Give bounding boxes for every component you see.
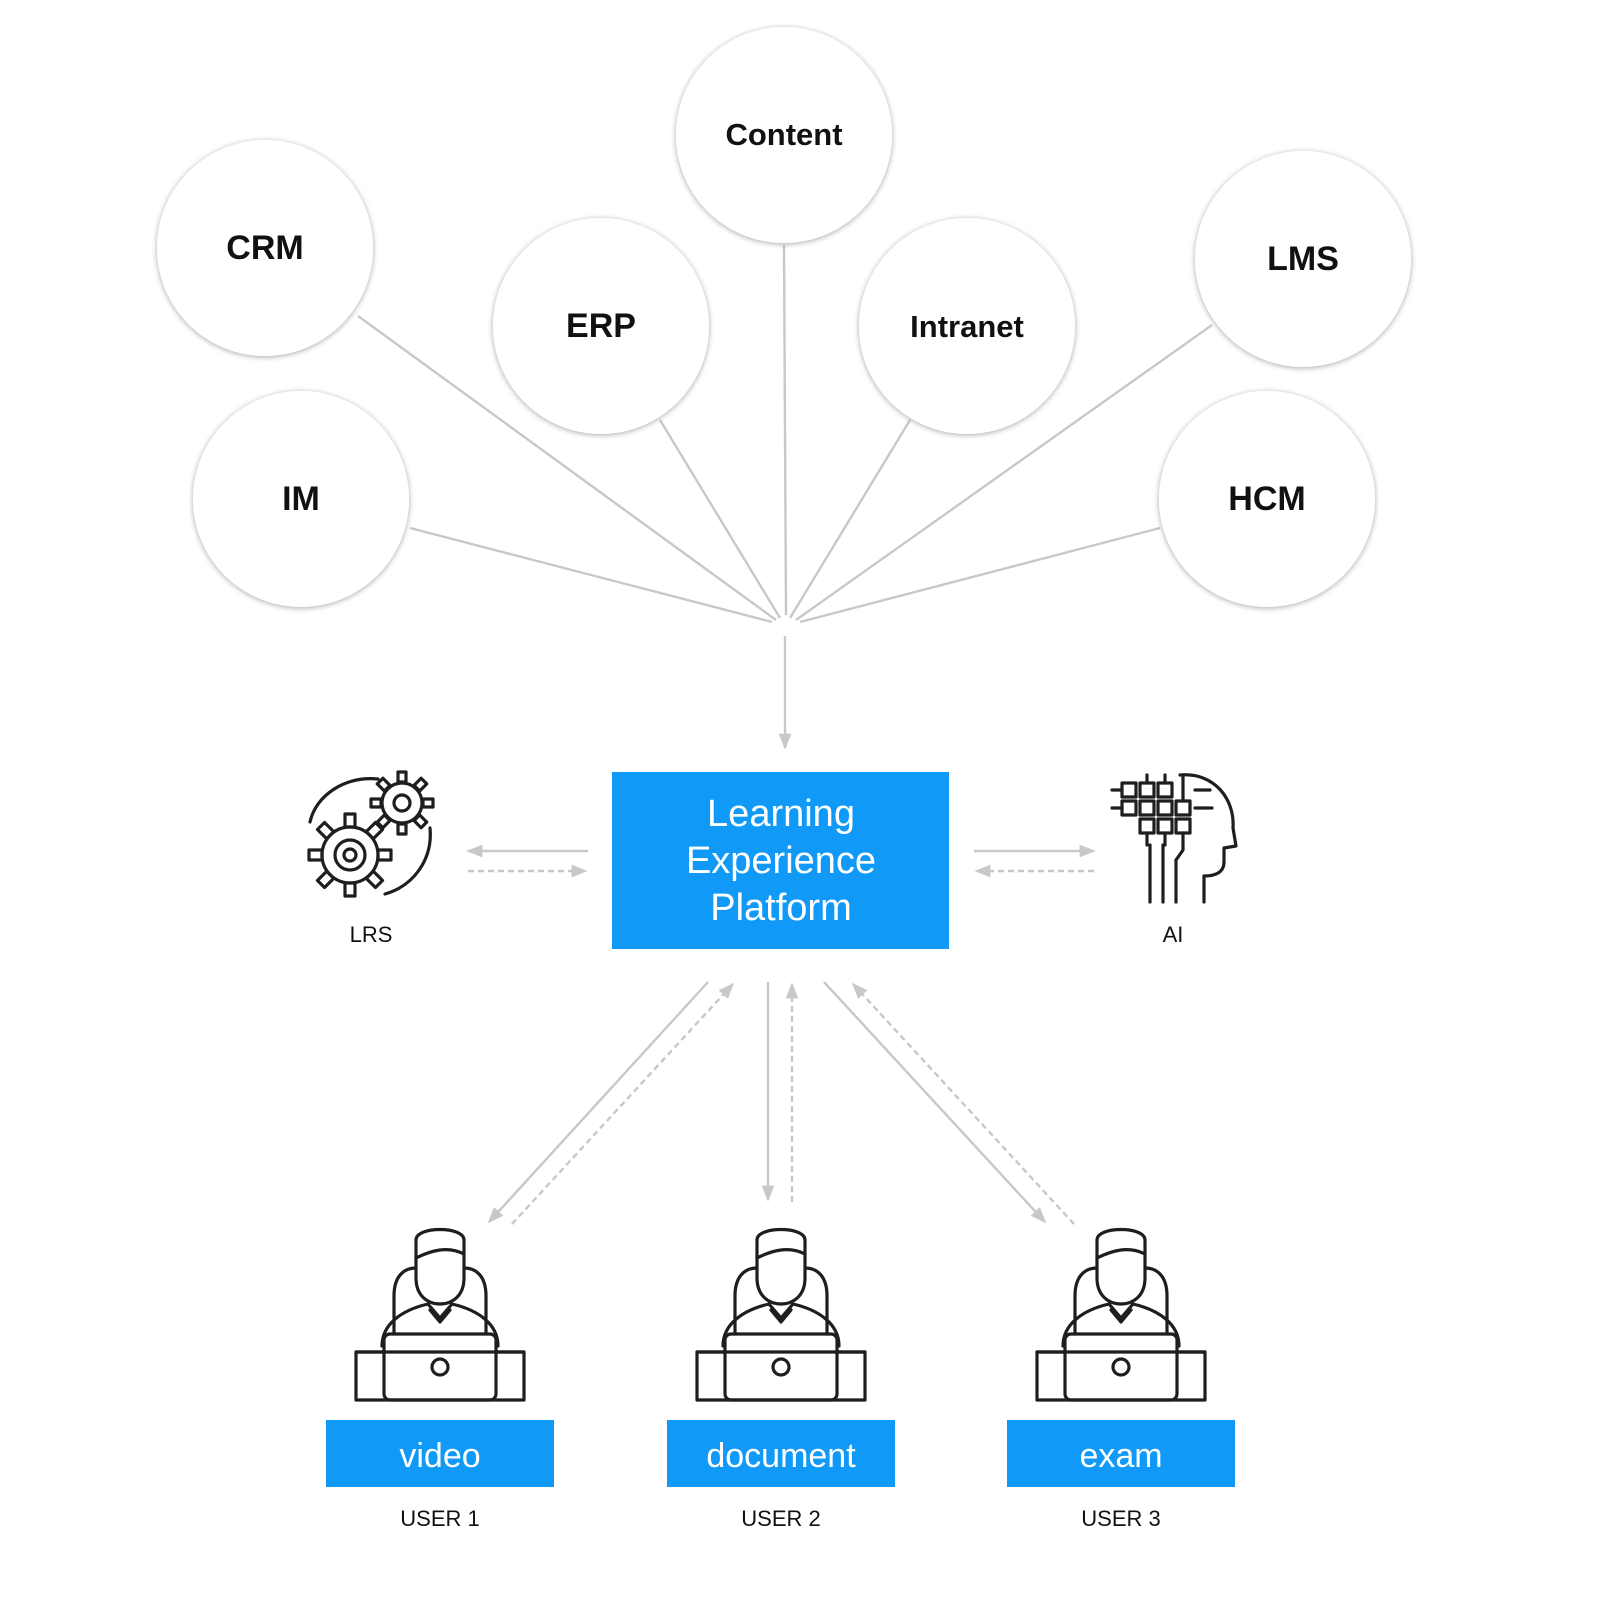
user-1-caption: USER 1 <box>400 1506 479 1531</box>
user-3-content-label: exam <box>1079 1437 1162 1475</box>
source-label-erp: ERP <box>566 307 636 345</box>
source-node-content: Content <box>676 27 892 243</box>
source-node-crm: CRM <box>157 140 373 356</box>
source-node-erp: ERP <box>493 218 709 434</box>
user-3-caption: USER 3 <box>1081 1506 1160 1531</box>
user-3: exam USER 3 <box>1007 1228 1235 1531</box>
ai-group: AI <box>974 773 1238 947</box>
ai-head-icon <box>1110 773 1238 904</box>
connector-erp <box>658 419 782 619</box>
user-1-to-platform-arrow <box>511 982 735 1225</box>
platform-line-1: Learning <box>707 793 855 835</box>
user-1-content-badge <box>326 1420 554 1487</box>
source-nodes: Content CRM ERP Intranet LMS IM HCM <box>157 27 1411 607</box>
source-label-content: Content <box>725 117 842 152</box>
connector-crm <box>357 315 777 621</box>
source-node-im: IM <box>193 391 409 607</box>
user-2-content-label: document <box>706 1437 856 1475</box>
user-laptop-icon <box>354 1228 526 1402</box>
platform-box: Learning Experience Platform <box>612 772 949 949</box>
connector-hcm <box>799 526 1161 624</box>
user-2-content-badge <box>667 1420 895 1487</box>
source-node-intranet: Intranet <box>859 218 1075 434</box>
source-label-hcm: HCM <box>1228 480 1305 518</box>
gears-icon <box>307 770 435 898</box>
user-1: video USER 1 <box>326 1228 554 1531</box>
connector-im <box>409 526 773 624</box>
source-connectors <box>357 244 1213 624</box>
user-connectors <box>487 981 1075 1225</box>
platform-to-user-1-arrow <box>487 981 709 1224</box>
platform-line-2: Experience <box>686 840 876 882</box>
source-label-lms: LMS <box>1267 240 1339 278</box>
source-label-intranet: Intranet <box>910 309 1024 344</box>
connector-intranet <box>788 419 912 619</box>
user-2: document USER 2 <box>667 1228 895 1531</box>
connector-lms <box>795 324 1213 621</box>
user-3-to-platform-arrow <box>851 982 1075 1225</box>
source-node-hcm: HCM <box>1159 391 1375 607</box>
ai-caption: AI <box>1163 922 1184 947</box>
lrs-group: LRS <box>307 770 588 947</box>
source-node-lms: LMS <box>1195 151 1411 367</box>
user-laptop-icon <box>695 1228 867 1402</box>
platform-to-user-3-arrow <box>823 981 1047 1224</box>
user-1-content-label: video <box>399 1437 480 1475</box>
user-3-content-badge <box>1007 1420 1235 1487</box>
lrs-caption: LRS <box>350 922 393 947</box>
user-laptop-icon <box>1035 1228 1207 1402</box>
user-2-caption: USER 2 <box>741 1506 820 1531</box>
source-label-im: IM <box>282 480 320 518</box>
platform-line-3: Platform <box>710 887 851 929</box>
connector-content <box>782 244 788 616</box>
source-label-crm: CRM <box>226 229 303 267</box>
